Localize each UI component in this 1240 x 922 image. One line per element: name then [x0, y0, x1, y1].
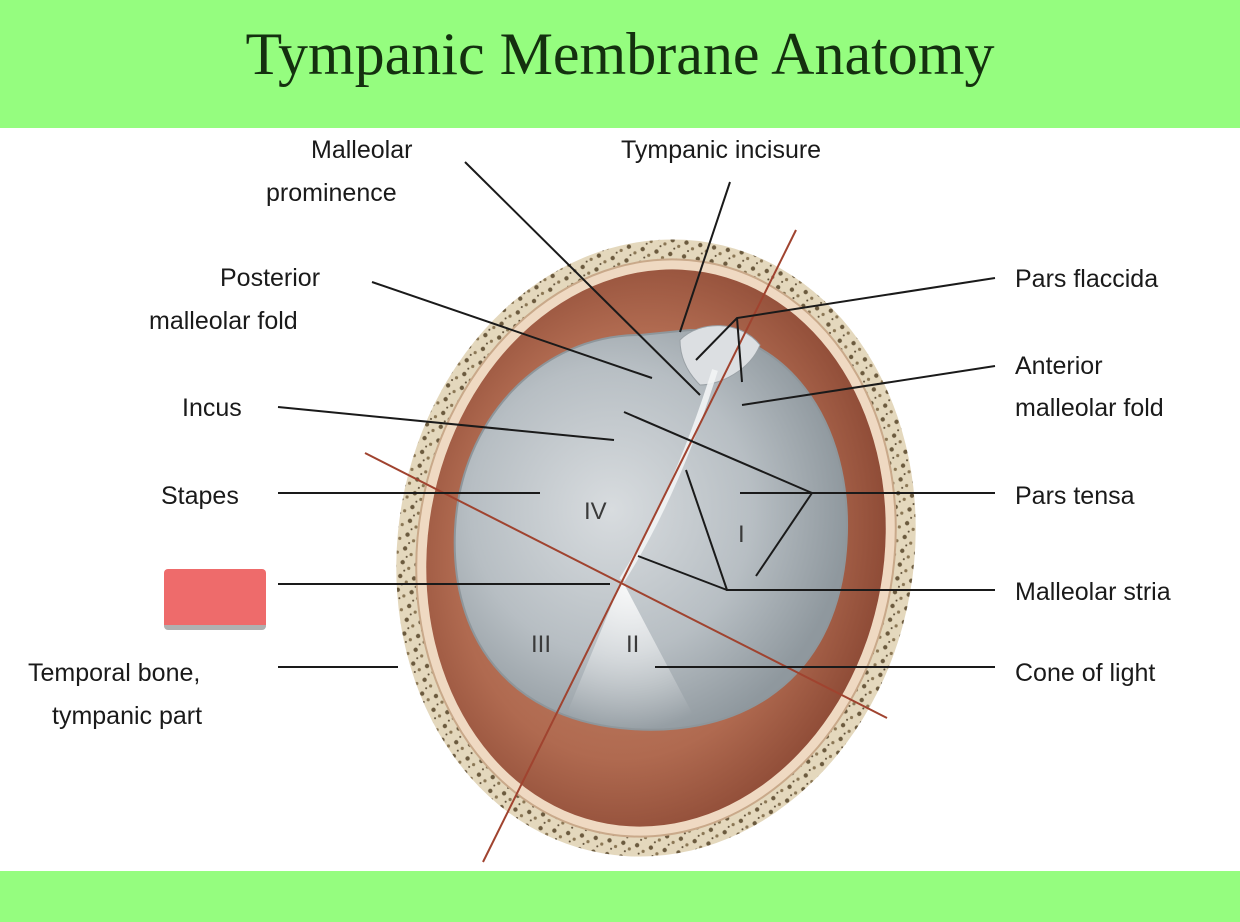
label-posterior-malleolar-fold-1: Posterior [220, 264, 321, 292]
leader-pars-tensa-2 [623, 411, 813, 494]
label-posterior-malleolar-fold-2: malleolar fold [149, 307, 298, 335]
leader-pars-tensa-3 [755, 492, 813, 577]
label-stapes: Stapes [161, 482, 239, 510]
page-title: Tympanic Membrane Anatomy [245, 21, 995, 87]
cone-of-light-reflection [560, 580, 700, 730]
footer-bar [0, 871, 1240, 922]
leader-malleolar-prominence [464, 161, 701, 396]
leader-anterior-malleolar-fold [741, 365, 996, 406]
label-temporal-bone-2: tympanic part [52, 702, 203, 730]
pars-flaccida-region [679, 325, 761, 386]
label-malleolar-stria: Malleolar stria [1015, 578, 1171, 606]
quadrant-line-longitudinal [482, 229, 797, 863]
malleus-handle [619, 369, 718, 582]
quadrant-label-ii: II [626, 631, 640, 658]
label-pars-flaccida: Pars flaccida [1015, 265, 1159, 293]
quadrant-label-iv: IV [584, 498, 607, 525]
label-temporal-bone-1: Temporal bone, [28, 659, 201, 687]
label-anterior-malleolar-fold-1: Anterior [1015, 352, 1103, 380]
label-tympanic-incisure: Tympanic incisure [621, 136, 822, 164]
quadrant-label-i: I [738, 521, 745, 548]
leader-pars-flaccida-2 [736, 317, 743, 383]
header-bar: Tympanic Membrane Anatomy [0, 0, 1240, 128]
label-cone-of-light: Cone of light [1015, 659, 1156, 687]
label-anterior-malleolar-fold-2: malleolar fold [1015, 394, 1164, 422]
label-pars-tensa: Pars tensa [1015, 482, 1135, 510]
label-malleolar-prominence-2: prominence [266, 179, 397, 207]
quadrant-line-transverse [364, 452, 888, 719]
quadrant-label-iii: III [531, 631, 552, 658]
label-malleolar-prominence-1: Malleolar [311, 136, 413, 164]
leader-posterior-malleolar-fold [371, 281, 653, 379]
leader-malleolar-stria-2 [637, 555, 728, 591]
label-incus: Incus [182, 394, 242, 422]
leader-incus [277, 406, 615, 441]
hidden-label-box[interactable] [164, 569, 266, 630]
leader-tympanic-incisure [679, 181, 731, 333]
